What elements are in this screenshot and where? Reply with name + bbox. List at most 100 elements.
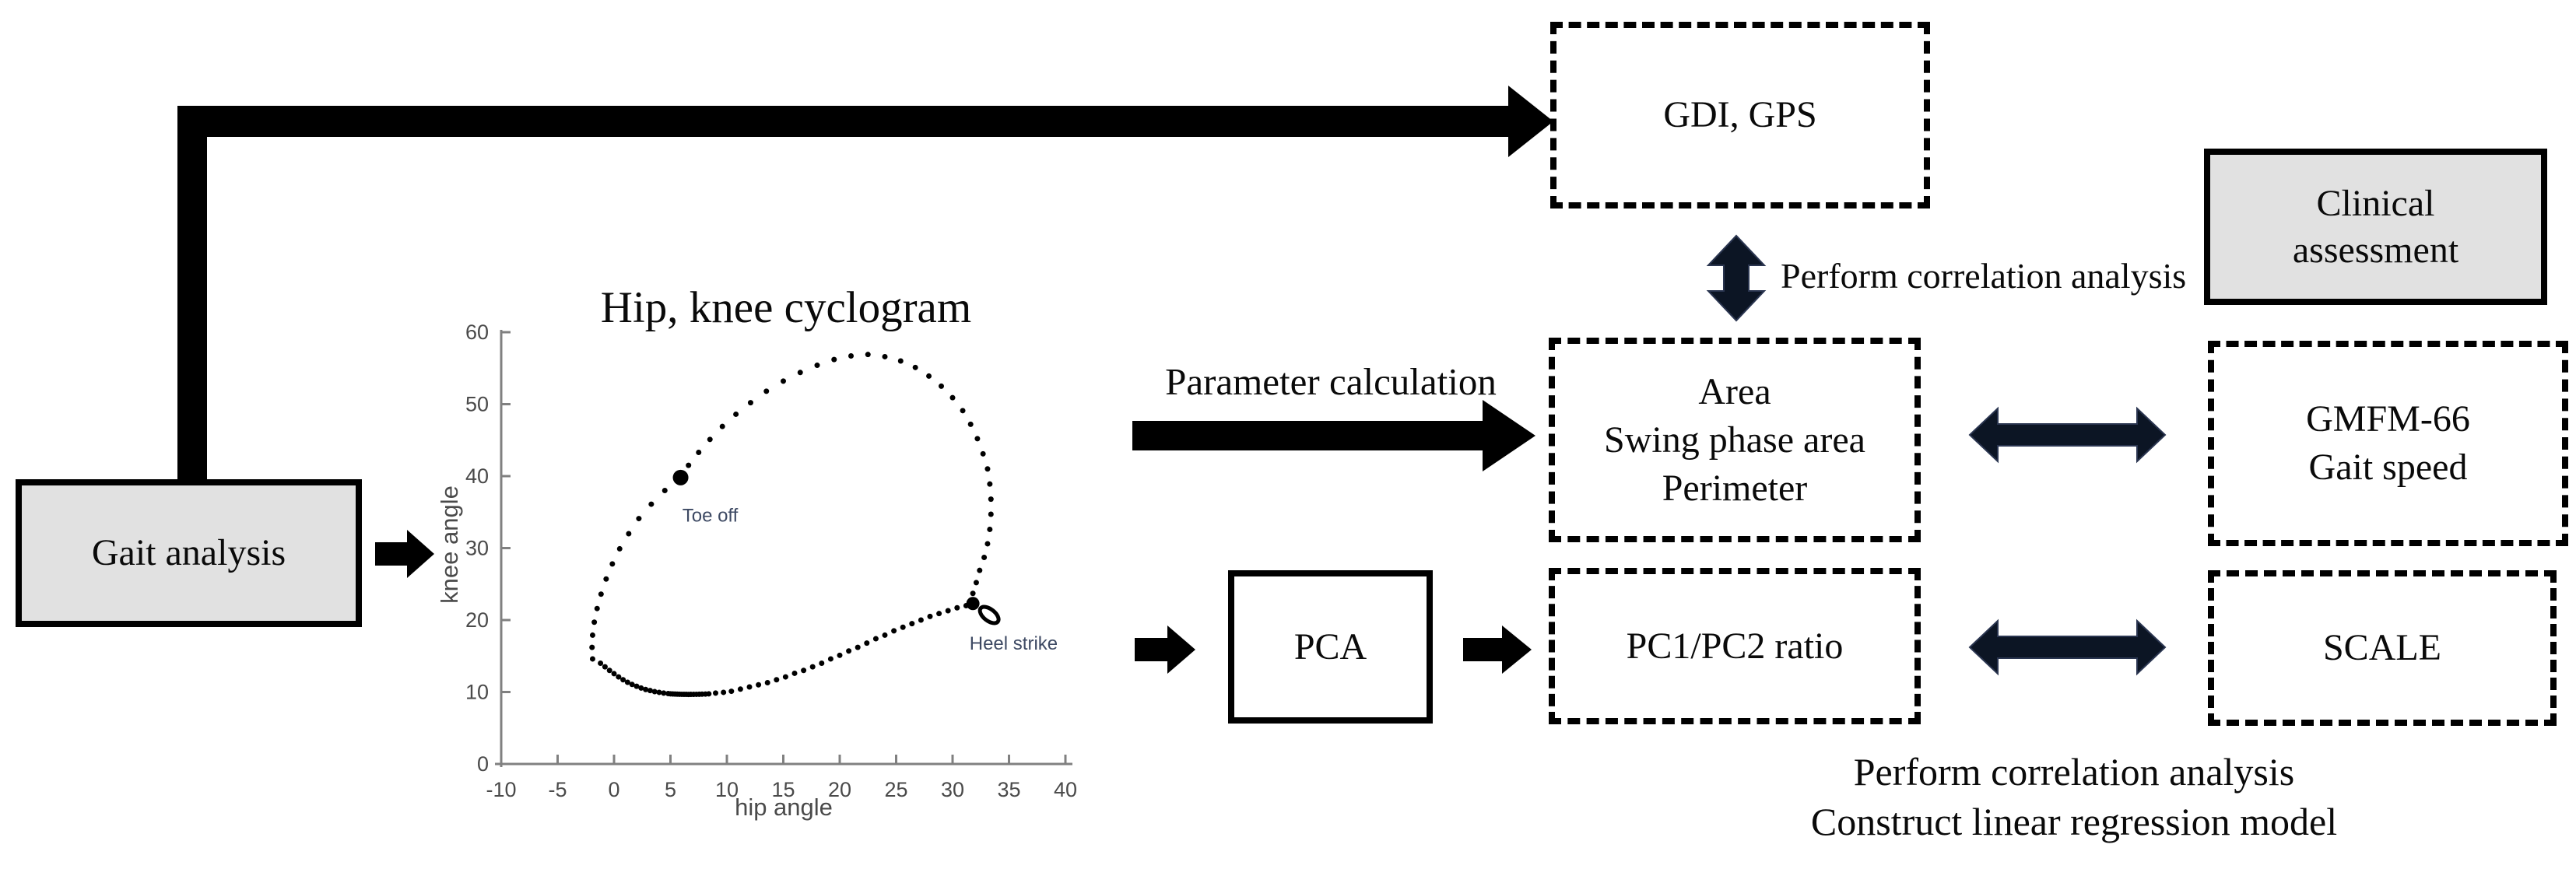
x-tick-label: 15 bbox=[771, 778, 795, 801]
data-point bbox=[616, 545, 623, 552]
data-point bbox=[774, 677, 780, 683]
node-clinical-assessment-line2: assessment bbox=[2292, 229, 2459, 271]
data-point bbox=[984, 541, 991, 547]
gait-event-markers bbox=[672, 469, 1001, 625]
x-axis-label: hip angle bbox=[735, 794, 833, 821]
data-point bbox=[686, 462, 692, 468]
data-point bbox=[733, 411, 739, 417]
arrow-parameter-calculation-icon bbox=[1132, 400, 1535, 471]
data-point bbox=[909, 621, 915, 627]
data-point bbox=[936, 611, 942, 617]
data-point bbox=[882, 353, 888, 359]
elbow-arrow-gait-to-gdi-icon bbox=[177, 86, 1553, 480]
data-point bbox=[737, 686, 743, 692]
data-point bbox=[633, 683, 640, 689]
double-arrow-gdi-area-icon bbox=[1706, 234, 1767, 322]
data-point bbox=[891, 628, 897, 634]
data-point bbox=[629, 682, 635, 688]
data-point bbox=[756, 682, 762, 688]
data-point bbox=[809, 664, 816, 670]
node-area-line3: Perimeter bbox=[1662, 467, 1808, 509]
data-point bbox=[764, 679, 770, 685]
label-parameter-calculation: Parameter calculation bbox=[1165, 360, 1497, 403]
data-point bbox=[848, 353, 854, 359]
node-area-line1: Area bbox=[1698, 370, 1771, 412]
data-point bbox=[721, 689, 727, 696]
cyclogram-points bbox=[589, 352, 994, 698]
data-point bbox=[897, 358, 904, 364]
data-point bbox=[967, 421, 974, 427]
node-gmfm-line1: GMFM-66 bbox=[2306, 398, 2470, 440]
data-point bbox=[927, 613, 933, 619]
data-point bbox=[954, 604, 960, 611]
data-point bbox=[647, 688, 653, 694]
x-tick-label: -5 bbox=[548, 778, 567, 801]
data-point bbox=[872, 636, 879, 642]
data-point bbox=[616, 674, 622, 680]
data-point bbox=[643, 686, 649, 692]
data-point bbox=[665, 691, 672, 697]
y-tick-label: 30 bbox=[465, 537, 489, 560]
arrow-gait-to-plot-icon bbox=[375, 530, 434, 578]
x-tick-label: 40 bbox=[1054, 778, 1077, 801]
arrow-pca-to-ratio-icon bbox=[1463, 625, 1532, 674]
data-point bbox=[781, 378, 786, 384]
data-point bbox=[589, 632, 595, 638]
node-pc-ratio: PC1/PC2 ratio bbox=[1549, 568, 1921, 724]
data-point bbox=[945, 608, 951, 614]
x-tick-label: 25 bbox=[884, 778, 907, 801]
data-point bbox=[988, 511, 994, 517]
x-tick-label: 5 bbox=[665, 778, 676, 801]
y-tick-label: 60 bbox=[465, 321, 489, 344]
node-gdi-gps-label: GDI, GPS bbox=[1663, 94, 1817, 135]
y-tick-label: 10 bbox=[465, 681, 489, 704]
event-annotation: Heel strike bbox=[970, 633, 1058, 654]
data-point bbox=[598, 660, 604, 666]
data-point bbox=[763, 388, 770, 394]
data-point bbox=[819, 660, 825, 666]
data-point bbox=[865, 352, 871, 358]
data-point bbox=[960, 408, 966, 414]
data-point bbox=[974, 436, 981, 442]
data-point bbox=[624, 679, 630, 685]
node-pc-ratio-label: PC1/PC2 ratio bbox=[1626, 625, 1844, 667]
data-point bbox=[591, 619, 598, 625]
data-point bbox=[912, 364, 918, 370]
event-annotation: Toe off bbox=[683, 505, 739, 526]
double-arrow-ratio-scale-icon bbox=[1968, 618, 2167, 676]
data-point bbox=[846, 648, 852, 654]
x-tick-label: -10 bbox=[486, 778, 516, 801]
y-tick-label: 40 bbox=[465, 464, 489, 488]
event-marker-ellipse bbox=[977, 604, 1001, 625]
data-point bbox=[662, 488, 668, 493]
data-point bbox=[980, 450, 986, 457]
label-bottom-note-line1: Perform correlation analysis bbox=[1853, 750, 2295, 794]
y-tick-label: 50 bbox=[465, 393, 489, 416]
node-pca: PCA bbox=[1228, 570, 1433, 724]
label-perform-correlation-analysis: Perform correlation analysis bbox=[1781, 256, 2187, 296]
x-tick-label: 20 bbox=[828, 778, 851, 801]
plot-title: Hip, knee cyclogram bbox=[601, 283, 971, 332]
data-point bbox=[656, 689, 662, 696]
event-marker-dot bbox=[966, 597, 980, 611]
data-point bbox=[970, 590, 976, 597]
data-point bbox=[987, 526, 993, 532]
data-point bbox=[782, 674, 788, 680]
data-point bbox=[864, 640, 870, 646]
x-tick-label: 10 bbox=[715, 778, 739, 801]
data-point bbox=[973, 580, 979, 586]
data-point bbox=[606, 668, 612, 674]
data-point bbox=[626, 531, 632, 537]
data-point bbox=[801, 668, 807, 674]
data-point bbox=[977, 567, 983, 573]
node-gait-analysis-label: Gait analysis bbox=[91, 532, 286, 573]
label-bottom-note: Perform correlation analysis Construct l… bbox=[1697, 747, 2451, 846]
node-clinical-assessment-line1: Clinical bbox=[2316, 182, 2435, 224]
node-scale: SCALE bbox=[2208, 570, 2557, 726]
data-point bbox=[984, 466, 991, 472]
